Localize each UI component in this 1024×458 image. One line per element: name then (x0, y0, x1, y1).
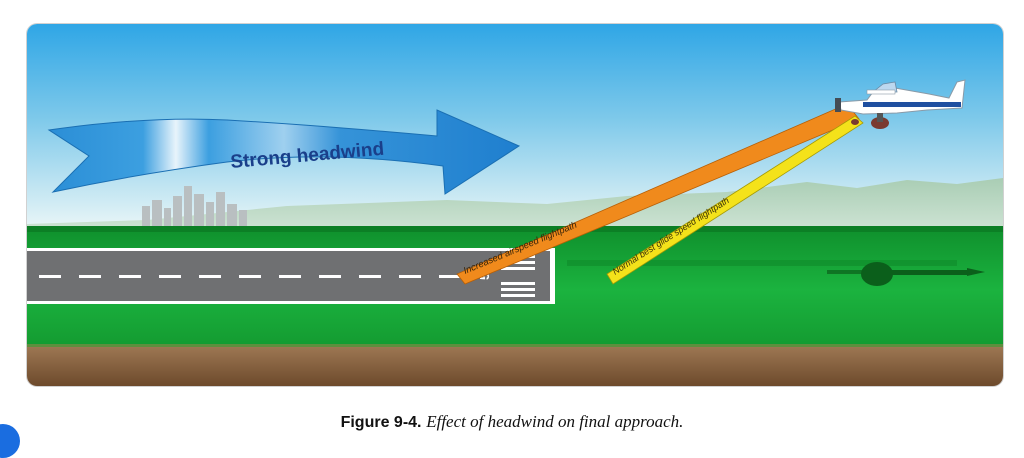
aircraft (835, 79, 966, 129)
runway-number: 5 (477, 273, 492, 280)
figure-number: Figure 9-4. (340, 414, 422, 431)
floating-action-dot[interactable] (0, 424, 20, 458)
headwind-diagram: 5 Increased airspeed flightpath Normal b… (27, 24, 1003, 386)
city-skyline (142, 186, 247, 226)
aircraft-shadow (567, 260, 985, 286)
figure-caption-text: Effect of headwind on final approach. (426, 412, 684, 431)
figure-caption: Figure 9-4. Effect of headwind on final … (0, 412, 1024, 432)
distant-hills (27, 178, 1003, 229)
normal-glide-flightpath (606, 115, 864, 285)
runway-centerline (39, 275, 461, 278)
dirt-strip (27, 344, 1003, 386)
